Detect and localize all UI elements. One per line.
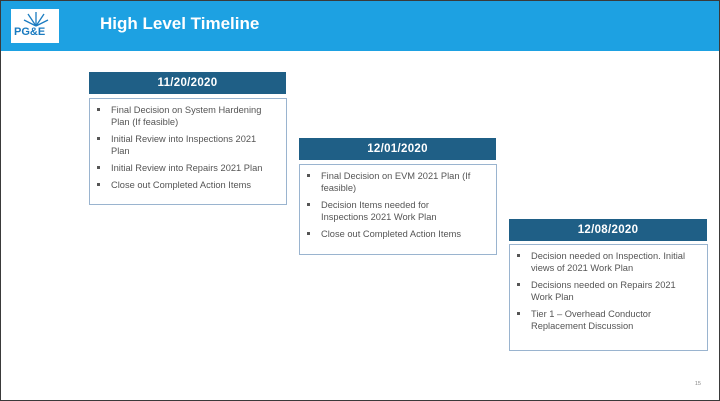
page-title: High Level Timeline (100, 14, 260, 33)
date-header-1: 11/20/2020 (89, 72, 286, 94)
list-item: Tier 1 – Overhead Conductor Replacement … (510, 308, 689, 332)
list-item: Final Decision on EVM 2021 Plan (If feas… (300, 170, 477, 194)
list-item: Decision Items needed for Inspections 20… (300, 199, 477, 223)
list-item: Close out Completed Action Items (90, 179, 267, 191)
timeline-box-2: Final Decision on EVM 2021 Plan (If feas… (299, 164, 497, 255)
date-header-2: 12/01/2020 (299, 138, 496, 160)
logo-rays-icon (23, 12, 49, 27)
pge-logo: PG&E (11, 9, 59, 43)
timeline-box-1: Final Decision on System Hardening Plan … (89, 98, 287, 205)
list-item: Decision needed on Inspection. Initial v… (510, 250, 689, 274)
list-item: Final Decision on System Hardening Plan … (90, 104, 267, 128)
timeline-box-3: Decision needed on Inspection. Initial v… (509, 244, 708, 351)
list-item: Initial Review into Repairs 2021 Plan (90, 162, 267, 174)
list-item: Decisions needed on Repairs 2021 Work Pl… (510, 279, 689, 303)
logo-text: PG&E (14, 26, 46, 38)
list-item: Initial Review into Inspections 2021 Pla… (90, 133, 267, 157)
slide-header: PG&E High Level Timeline (1, 1, 719, 51)
list-item: Close out Completed Action Items (300, 228, 477, 240)
page-number: 15 (694, 381, 701, 387)
date-header-3: 12/08/2020 (509, 219, 707, 241)
